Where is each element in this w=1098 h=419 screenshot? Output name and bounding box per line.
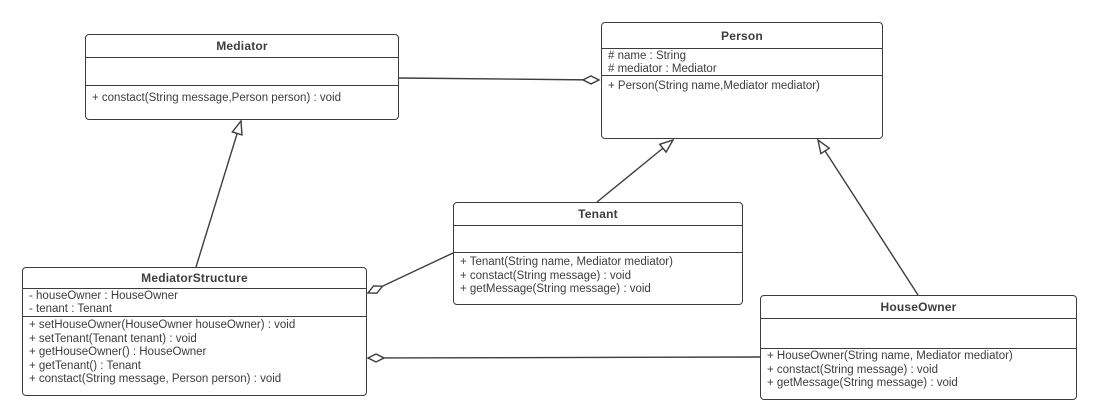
methods-compartment-tenant: + Tenant(String name, Mediator mediator)… — [454, 253, 742, 304]
class-box-tenant: Tenant + Tenant(String name, Mediator me… — [453, 202, 743, 305]
class-name-mediatorstructure: MediatorStructure — [23, 268, 366, 289]
generalization-edge-tenant-person — [596, 138, 675, 203]
method-line: + Person(String name,Mediator mediator) — [608, 80, 820, 92]
generalization-edge-houseowner-person — [816, 138, 919, 296]
methods-compartment-houseowner: + HouseOwner(String name, Mediator media… — [761, 349, 1076, 399]
attribute-line: # name : String — [608, 50, 686, 62]
class-box-person: Person # name : String # mediator : Medi… — [601, 22, 883, 139]
methods-compartment-person: + Person(String name,Mediator mediator) — [602, 76, 882, 138]
generalization-edge-mediatorstructure-mediator — [195, 119, 243, 268]
aggregation-edge-mediatorstructure-tenant — [366, 252, 454, 294]
class-box-houseowner: HouseOwner + HouseOwner(String name, Med… — [760, 295, 1077, 400]
attributes-compartment-mediatorstructure: - houseOwner : HouseOwner - tenant : Ten… — [23, 289, 366, 317]
method-line: + constact(String message, Person person… — [29, 373, 282, 385]
method-line: + constact(String message) : void — [460, 269, 631, 282]
attributes-compartment-mediator — [86, 58, 398, 86]
methods-compartment-mediator: + constact(String message,Person person)… — [86, 86, 398, 119]
method-line: + getHouseOwner() : HouseOwner — [29, 346, 207, 358]
methods-compartment-mediatorstructure: + setHouseOwner(HouseOwner houseOwner) :… — [23, 317, 366, 395]
method-line: + setTenant(Tenant tenant) : void — [29, 332, 197, 345]
aggregation-edge-mediatorstructure-houseowner — [366, 353, 761, 363]
method-line: + getMessage(String message) : void — [767, 377, 958, 389]
class-box-mediator: Mediator + constact(String message,Perso… — [85, 34, 399, 120]
method-line: + getMessage(String message) : void — [460, 283, 651, 295]
attribute-line: # mediator : Mediator — [608, 62, 717, 75]
attributes-compartment-houseowner — [761, 319, 1076, 349]
attribute-line: - houseOwner : HouseOwner — [29, 290, 178, 302]
method-line: + constact(String message,Person person)… — [92, 92, 341, 104]
attributes-compartment-tenant — [454, 226, 742, 253]
class-name-tenant: Tenant — [454, 203, 742, 226]
aggregation-edge-person-mediator — [398, 75, 601, 85]
method-line: + constact(String message) : void — [767, 363, 938, 376]
method-line: + HouseOwner(String name, Mediator media… — [767, 350, 1013, 362]
class-name-person: Person — [602, 23, 882, 49]
class-name-houseowner: HouseOwner — [761, 296, 1076, 319]
method-line: + setHouseOwner(HouseOwner houseOwner) :… — [29, 319, 296, 331]
class-name-mediator: Mediator — [86, 35, 398, 58]
class-box-mediatorstructure: MediatorStructure - houseOwner : HouseOw… — [22, 267, 367, 396]
attribute-line: - tenant : Tenant — [29, 302, 112, 315]
attributes-compartment-person: # name : String # mediator : Mediator — [602, 49, 882, 76]
method-line: + getTenant() : Tenant — [29, 359, 141, 372]
method-line: + Tenant(String name, Mediator mediator) — [460, 256, 673, 268]
